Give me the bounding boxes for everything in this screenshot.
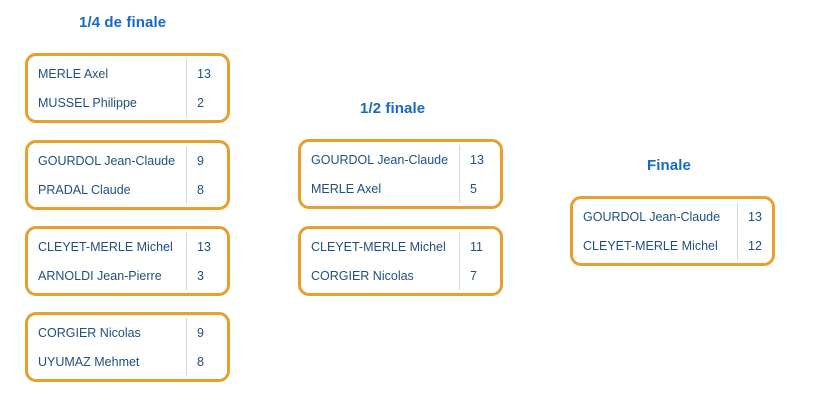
match-card[interactable]: GOURDOL Jean-Claude 13 MERLE Axel 5 — [298, 139, 503, 209]
match-row: CLEYET-MERLE Michel 12 — [573, 231, 772, 260]
player-name: CLEYET-MERLE Michel — [38, 239, 173, 254]
player-name: PRADAL Claude — [38, 182, 131, 197]
player-name: CORGIER Nicolas — [38, 325, 141, 340]
match-row: GOURDOL Jean-Claude 9 — [28, 146, 227, 175]
match-card[interactable]: CLEYET-MERLE Michel 13 ARNOLDI Jean-Pier… — [25, 226, 230, 296]
player-score: 9 — [186, 318, 227, 347]
player-score: 13 — [737, 202, 772, 231]
match-row: GOURDOL Jean-Claude 13 — [573, 202, 772, 231]
match-row: MERLE Axel 13 — [28, 59, 227, 88]
match-card[interactable]: MERLE Axel 13 MUSSEL Philippe 2 — [25, 53, 230, 123]
match-card[interactable]: GOURDOL Jean-Claude 9 PRADAL Claude 8 — [25, 140, 230, 210]
player-name: GOURDOL Jean-Claude — [311, 152, 449, 167]
player-score: 13 — [186, 59, 227, 88]
round-title-quarter-finals: 1/4 de finale — [79, 14, 167, 31]
match-card[interactable]: GOURDOL Jean-Claude 13 CLEYET-MERLE Mich… — [570, 196, 775, 266]
match-card[interactable]: CLEYET-MERLE Michel 11 CORGIER Nicolas 7 — [298, 226, 503, 296]
round-title-final: Finale — [647, 157, 691, 174]
player-name: ARNOLDI Jean-Pierre — [38, 268, 162, 283]
match-row: CORGIER Nicolas 9 — [28, 318, 227, 347]
match-row: UYUMAZ Mehmet 8 — [28, 347, 227, 376]
player-name: MERLE Axel — [311, 181, 382, 196]
player-score: 8 — [186, 175, 227, 204]
player-name: GOURDOL Jean-Claude — [38, 153, 176, 168]
player-score: 8 — [186, 347, 227, 376]
match-row: PRADAL Claude 8 — [28, 175, 227, 204]
player-name: CLEYET-MERLE Michel — [311, 239, 446, 254]
match-row: MERLE Axel 5 — [301, 174, 500, 203]
player-score: 7 — [459, 261, 500, 290]
match-row: CLEYET-MERLE Michel 11 — [301, 232, 500, 261]
player-score: 11 — [459, 232, 500, 261]
player-score: 3 — [186, 261, 227, 290]
player-name: CLEYET-MERLE Michel — [583, 238, 718, 253]
match-row: ARNOLDI Jean-Pierre 3 — [28, 261, 227, 290]
match-row: MUSSEL Philippe 2 — [28, 88, 227, 117]
player-score: 12 — [737, 231, 772, 260]
player-name: MUSSEL Philippe — [38, 95, 137, 110]
match-card[interactable]: CORGIER Nicolas 9 UYUMAZ Mehmet 8 — [25, 312, 230, 382]
player-score: 9 — [186, 146, 227, 175]
player-name: UYUMAZ Mehmet — [38, 354, 140, 369]
player-name: MERLE Axel — [38, 66, 109, 81]
match-row: GOURDOL Jean-Claude 13 — [301, 145, 500, 174]
match-row: CLEYET-MERLE Michel 13 — [28, 232, 227, 261]
round-title-semi-finals: 1/2 finale — [360, 100, 426, 117]
player-name: GOURDOL Jean-Claude — [583, 209, 721, 224]
player-score: 13 — [459, 145, 500, 174]
player-score: 2 — [186, 88, 227, 117]
player-score: 5 — [459, 174, 500, 203]
match-row: CORGIER Nicolas 7 — [301, 261, 500, 290]
player-name: CORGIER Nicolas — [311, 268, 414, 283]
player-score: 13 — [186, 232, 227, 261]
